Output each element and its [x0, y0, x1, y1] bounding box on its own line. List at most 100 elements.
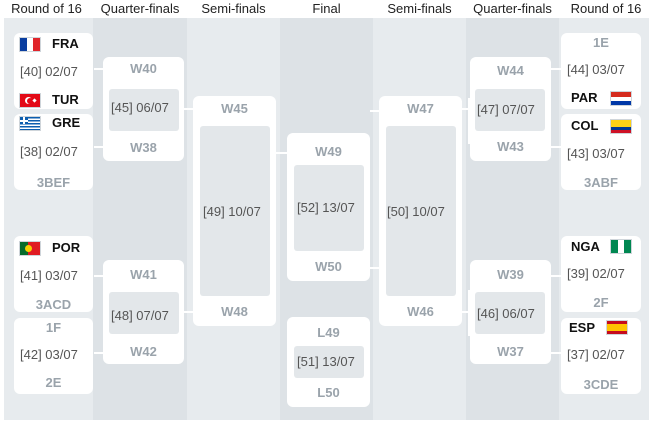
- match-r16-right-1[interactable]: 1E [44] 03/07 PAR: [561, 33, 641, 109]
- connector-line: [182, 311, 194, 313]
- connector-line: [458, 311, 470, 313]
- placeholder-slot: W39: [497, 267, 524, 282]
- match-info: [46] 06/07: [477, 306, 535, 321]
- connector-line: [550, 275, 562, 277]
- connector-line: [468, 98, 470, 144]
- match-info: [40] 02/07: [20, 64, 78, 79]
- match-info: [52] 13/07: [297, 200, 355, 215]
- col-flag-icon: [611, 120, 631, 133]
- match-final[interactable]: W49 [52] 13/07 W50: [287, 133, 370, 281]
- par-flag-icon: [611, 92, 631, 105]
- team-name: FRA: [52, 36, 79, 51]
- info-shade: [386, 126, 456, 296]
- info-shade: [294, 165, 364, 251]
- team-name: GRE: [52, 115, 81, 130]
- placeholder-slot: 1E: [593, 35, 609, 50]
- header-round-of-16-right: Round of 16: [570, 1, 642, 16]
- placeholder-slot: 3ABF: [584, 175, 618, 190]
- placeholder-slot: 2F: [593, 295, 609, 310]
- header-quarter-finals-right: Quarter-finals: [473, 1, 552, 16]
- info-shade: [475, 292, 545, 334]
- match-r16-right-4[interactable]: ESP [37] 02/07 3CDE: [561, 318, 641, 394]
- placeholder-slot: L50: [317, 385, 340, 400]
- placeholder-slot: W43: [497, 139, 524, 154]
- placeholder-slot: 3CDE: [583, 377, 619, 392]
- match-r16-left-3[interactable]: POR [41] 03/07 3ACD: [14, 236, 93, 312]
- placeholder-slot: W47: [407, 101, 434, 116]
- match-info: [37] 02/07: [567, 347, 625, 362]
- match-info: [43] 03/07: [567, 146, 625, 161]
- match-r16-right-2[interactable]: COL [43] 03/07 3ABF: [561, 114, 641, 190]
- placeholder-slot: W45: [221, 101, 248, 116]
- match-qf-right-1[interactable]: W44 [47] 07/07 W43: [470, 57, 551, 161]
- placeholder-slot: W48: [221, 304, 248, 319]
- connector-line: [272, 152, 288, 154]
- team-name: TUR: [52, 92, 79, 107]
- connector-line: [550, 352, 562, 354]
- match-qf-right-2[interactable]: W39 [46] 06/07 W37: [470, 260, 551, 364]
- match-info: [50] 10/07: [387, 204, 445, 219]
- gre-flag-icon: [20, 117, 40, 130]
- tur-flag-icon: [20, 94, 40, 107]
- info-shade: [109, 89, 179, 131]
- match-sf-left[interactable]: W45 [49] 10/07 W48: [193, 96, 276, 326]
- placeholder-slot: W50: [315, 259, 342, 274]
- connector-line: [458, 108, 470, 110]
- placeholder-slot: W44: [497, 63, 524, 78]
- header-semi-finals-left: Semi-finals: [201, 1, 266, 16]
- match-sf-right[interactable]: W47 [50] 10/07 W46: [379, 96, 462, 326]
- match-third-place[interactable]: L49 [51] 13/07 L50: [287, 317, 370, 407]
- match-r16-left-2[interactable]: GRE [38] 02/07 3BEF: [14, 114, 93, 190]
- info-shade: [109, 292, 179, 334]
- fra-flag-icon: [20, 38, 40, 51]
- team-name: PAR: [571, 90, 598, 105]
- placeholder-slot: W40: [130, 61, 157, 76]
- team-name: POR: [52, 240, 81, 255]
- match-qf-left-1[interactable]: W40 [45] 06/07 W38: [103, 57, 184, 161]
- placeholder-slot: W49: [315, 144, 342, 159]
- info-shade: [475, 89, 545, 131]
- placeholder-slot: W37: [497, 344, 524, 359]
- nga-flag-icon: [611, 240, 631, 253]
- match-info: [51] 13/07: [297, 354, 355, 369]
- connector-line: [182, 108, 194, 110]
- team-name: COL: [571, 118, 599, 133]
- header-final: Final: [312, 1, 341, 16]
- connector-line: [94, 275, 104, 277]
- match-r16-right-3[interactable]: NGA [39] 02/07 2F: [561, 236, 641, 312]
- match-info: [42] 03/07: [20, 347, 78, 362]
- placeholder-slot: 3BEF: [36, 175, 71, 190]
- info-shade: [294, 346, 364, 378]
- connector-line: [94, 352, 104, 354]
- connector-line: [550, 68, 562, 70]
- match-info: [47] 07/07: [477, 102, 535, 117]
- match-info: [41] 03/07: [20, 268, 78, 283]
- connector-line: [370, 267, 382, 269]
- header-quarter-finals-left: Quarter-finals: [100, 1, 180, 16]
- placeholder-slot: 3ACD: [35, 297, 72, 312]
- match-qf-left-2[interactable]: W41 [48] 07/07 W42: [103, 260, 184, 364]
- connector-line: [550, 146, 562, 148]
- team-name: ESP: [569, 320, 596, 335]
- connector-line: [468, 290, 470, 336]
- match-info: [49] 10/07: [203, 204, 261, 219]
- match-info: [38] 02/07: [20, 144, 78, 159]
- match-r16-left-4[interactable]: 1F [42] 03/07 2E: [14, 318, 93, 394]
- match-info: [45] 06/07: [111, 100, 169, 115]
- connector-line: [94, 68, 104, 70]
- connector-line: [370, 110, 382, 112]
- placeholder-slot: L49: [317, 325, 340, 340]
- header-semi-finals-right: Semi-finals: [387, 1, 452, 16]
- match-info: [44] 03/07: [567, 62, 625, 77]
- header-round-of-16-left: Round of 16: [11, 1, 82, 16]
- placeholder-slot: W41: [130, 267, 157, 282]
- info-shade: [200, 126, 270, 296]
- match-info: [48] 07/07: [111, 308, 169, 323]
- match-info: [39] 02/07: [567, 266, 625, 281]
- connector-line: [94, 146, 104, 148]
- match-r16-left-1[interactable]: FRA [40] 02/07 TUR: [14, 33, 93, 109]
- placeholder-slot: W38: [130, 140, 157, 155]
- placeholder-slot: 2E: [45, 375, 62, 390]
- placeholder-slot: W46: [407, 304, 434, 319]
- por-flag-icon: [20, 242, 40, 255]
